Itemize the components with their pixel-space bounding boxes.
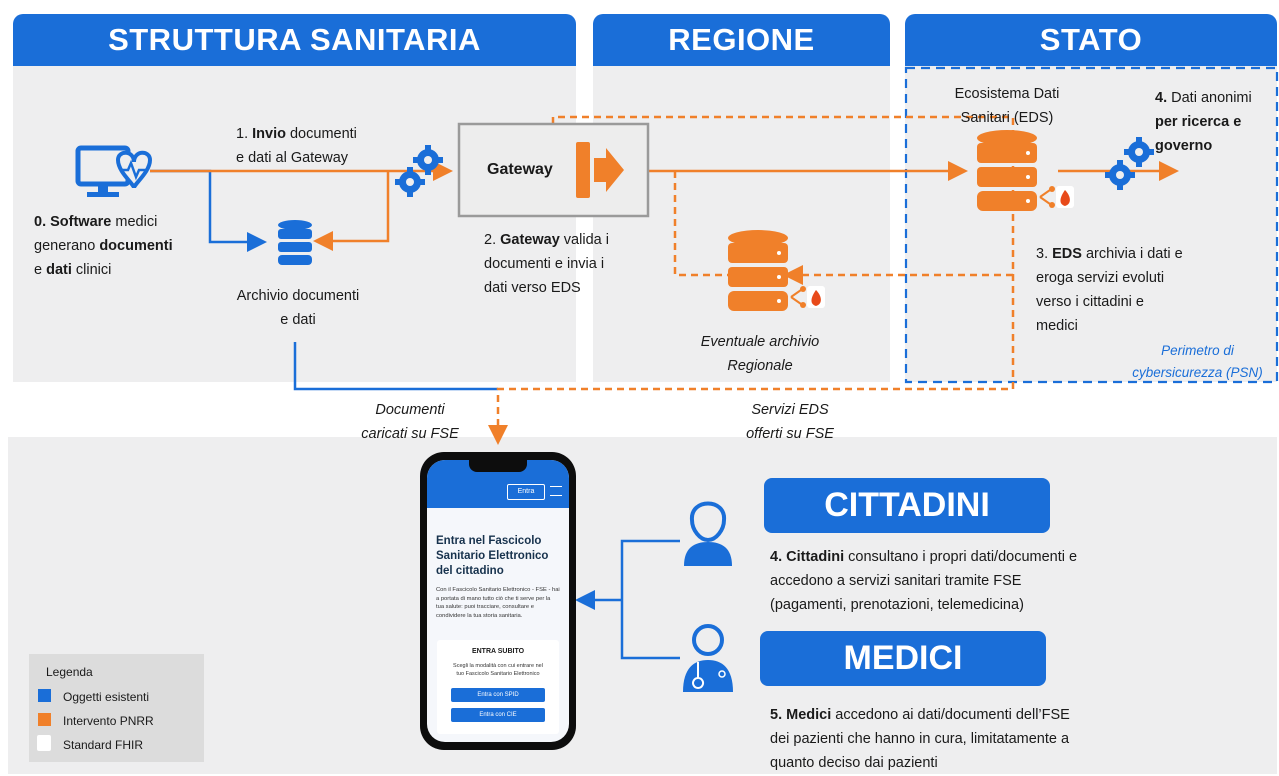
cie-login-button[interactable]: Entra con CIE — [451, 708, 545, 722]
step0-text: 0. Software medici generano documenti e … — [34, 214, 173, 278]
eds-database-icon — [977, 130, 1037, 211]
header-regione: REGIONE — [593, 14, 890, 66]
card-title: ENTRA SUBITO — [471, 648, 525, 655]
citizen-icon — [684, 501, 732, 566]
cittadini-title: CITTADINI — [764, 478, 1050, 533]
legend-item-pnrr: Intervento PNRR — [63, 714, 154, 728]
gateway-label: Gateway — [487, 161, 553, 178]
computer-heart-icon — [75, 145, 153, 197]
psn-perimeter — [904, 66, 1279, 384]
phone-enter-button[interactable]: Entra — [507, 484, 545, 500]
legend: Legenda Oggetti esistenti Intervento PNR… — [29, 654, 204, 762]
step1-text: 1. Invio documenti e dati al Gateway — [236, 126, 357, 166]
spid-login-button[interactable]: Entra con SPID — [451, 688, 545, 702]
blue-line-archive-fse — [293, 342, 498, 391]
phone-card: ENTRA SUBITO Scegli la modalità con cui … — [437, 640, 559, 734]
card-text: Scegli la modalità con cui entrare nel t… — [453, 663, 543, 677]
legend-title: Legenda — [46, 665, 93, 679]
medici-text: 5. Medici accedono ai dati/documenti del… — [770, 707, 1070, 771]
doctor-icon — [683, 624, 733, 692]
panel-stato — [905, 66, 1277, 382]
panel-bottom — [8, 437, 1277, 774]
legend-swatch-orange — [38, 713, 51, 726]
regional-database-icon — [728, 230, 788, 311]
phone-body: Con il Fascicolo Sanitario Elettronico -… — [436, 587, 560, 619]
orange-dashed-gateway-regional — [488, 115, 1015, 445]
legend-swatch-blue — [38, 689, 51, 702]
fhir-icon-regional — [790, 286, 825, 308]
legend-item-existing: Oggetti esistenti — [63, 690, 150, 704]
phone-title: Entra nel Fascicolo Sanitario Elettronic… — [436, 535, 549, 577]
header-struttura: STRUTTURA SANITARIA — [13, 14, 576, 66]
medici-title: MEDICI — [760, 631, 1046, 686]
fhir-legend-icon — [37, 735, 51, 751]
blue-line-roles-phone — [580, 539, 680, 660]
fhir-icon — [1039, 186, 1074, 208]
phone-screen: Entra Entra nel Fascicolo Sanitario Elet… — [427, 460, 569, 742]
orange-line-archive-loop — [313, 171, 390, 251]
smartphone: Entra Entra nel Fascicolo Sanitario Elet… — [420, 452, 576, 750]
cittadini-text: 4. Cittadini consultano i propri dati/do… — [770, 549, 1078, 613]
step3-text: 3. EDS archivia i dati e eroga servizi e… — [1036, 246, 1183, 334]
gear-icon — [395, 145, 443, 197]
legend-item-fhir: Standard FHIR — [63, 738, 144, 752]
panel-regione — [593, 66, 890, 382]
gateway-door-icon — [576, 142, 624, 198]
gear-icon-research — [1105, 137, 1154, 190]
phone-notch — [469, 460, 527, 472]
header-stato: STATO — [905, 14, 1277, 66]
hamburger-icon[interactable] — [550, 486, 562, 496]
archive-database-icon — [278, 220, 312, 265]
